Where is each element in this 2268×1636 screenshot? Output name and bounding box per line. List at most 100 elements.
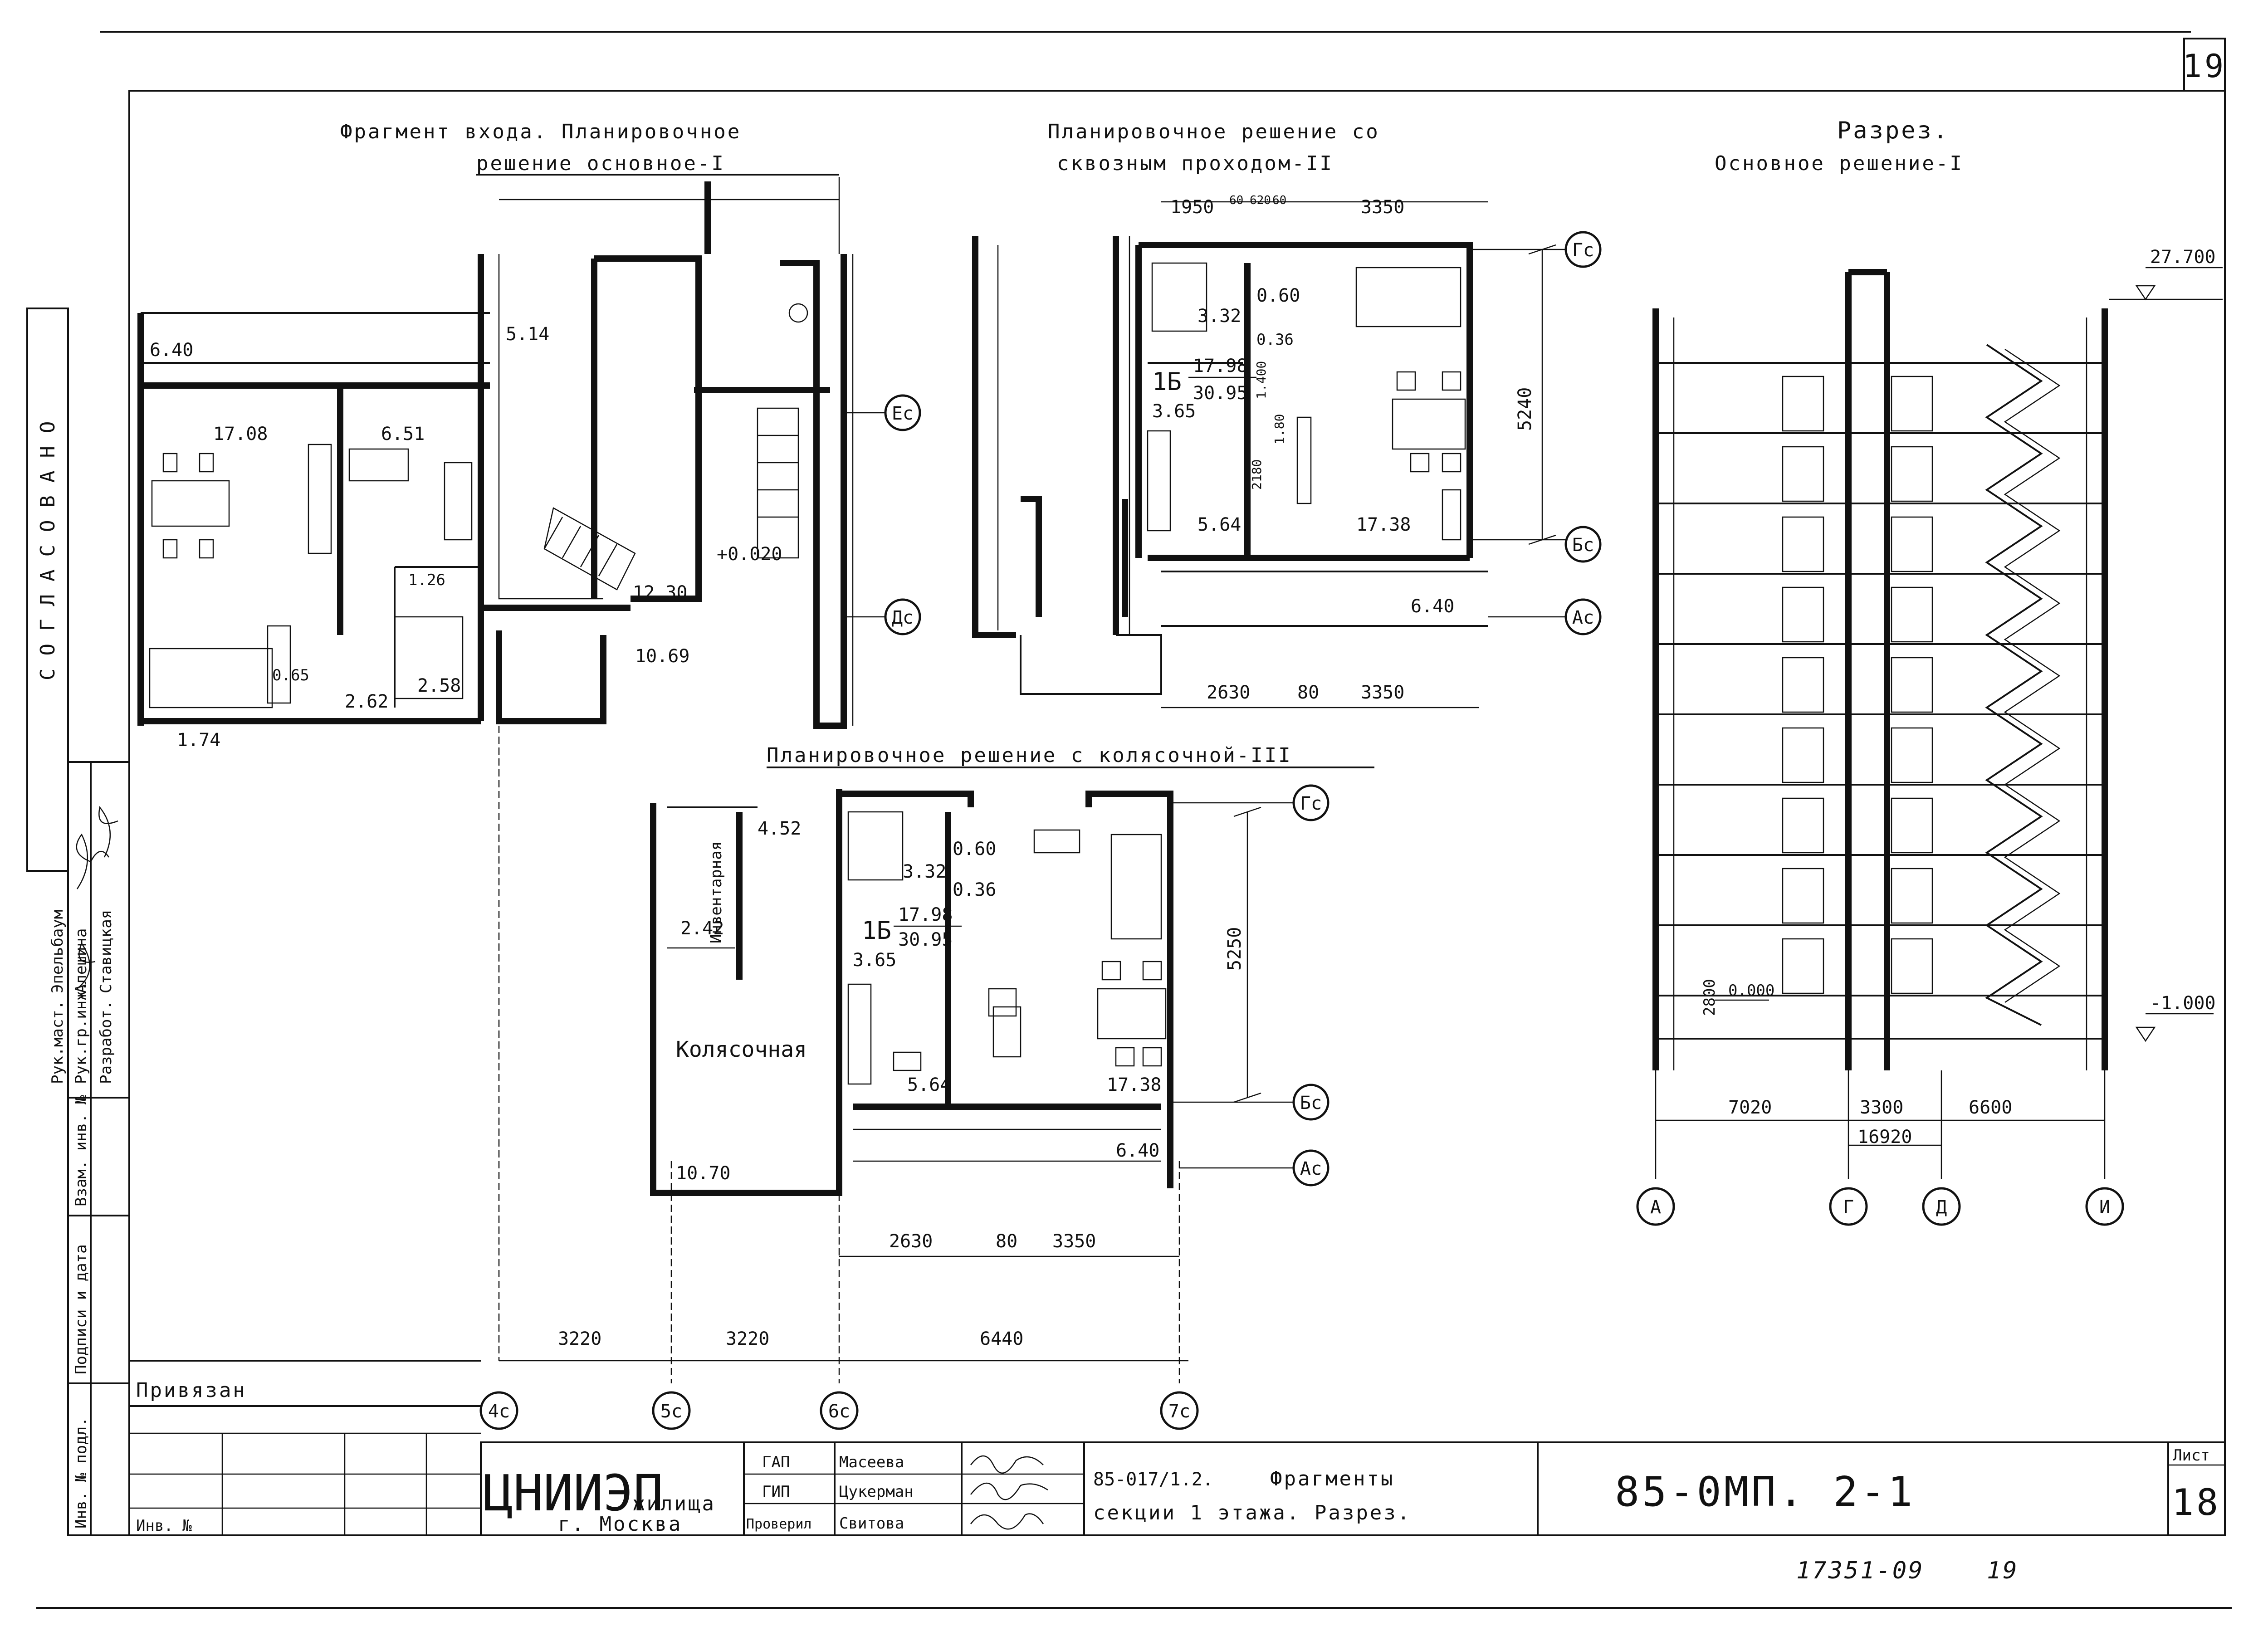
plan2-title-line2: сквозным проходом-II [1057, 152, 1334, 175]
plan3-axis-3-label: Ас [1300, 1158, 1322, 1179]
plan2-area-13: 6.40 [1411, 596, 1454, 617]
side-col-3: Инв. № подл. [72, 1417, 90, 1529]
staff-role-1: ГАП [762, 1453, 790, 1471]
plan3-area-7: 1Б [862, 916, 891, 945]
plan3-axis-3 [1292, 1149, 1330, 1187]
section-zero-level: 0.000 [1728, 982, 1774, 1000]
plan2-area-1: 0.60 [1256, 285, 1300, 306]
plan3-area-12: 17.38 [1107, 1074, 1161, 1095]
plan2-area-10: 2180 [1249, 459, 1264, 490]
bottom-axis-2 [652, 1391, 691, 1430]
plan3-area-11: 5.64 [907, 1074, 951, 1095]
plan1-title-line1: Фрагмент входа. Планировочное [340, 120, 741, 143]
sheet-label: Лист [2173, 1446, 2210, 1465]
plan3-room-inventory: Инвентарная [707, 841, 725, 943]
plan3-height-dim: 5250 [1224, 927, 1245, 971]
plan2-area-6: 1Б [1152, 367, 1182, 396]
section-axis-3-label: Д [1936, 1197, 1947, 1218]
plan3-bottom-dim-2: 80 [996, 1231, 1017, 1252]
plan3-area-14: 10.70 [676, 1163, 730, 1184]
section-axis-3 [1922, 1187, 1961, 1226]
plan3-area-5: 0.60 [953, 839, 996, 860]
section-dim-1: 7020 [1728, 1097, 1772, 1118]
staff-role-2: ГИП [762, 1483, 790, 1501]
side-col-1: Взам. инв. № [72, 1095, 90, 1206]
side-stamp: СОГЛАСОВАНО Рук.маст. Эпельбаум Рук.гр.и… [26, 308, 130, 1536]
bottom-dim-1: 3220 [558, 1328, 601, 1349]
section-floor-height: 2800 [1701, 979, 1719, 1016]
plan2-height-dim: 5240 [1515, 387, 1535, 431]
stair-flights [1985, 344, 2043, 1026]
plan3-title: Планировочное решение с колясочной-III [767, 744, 1292, 767]
plan3-axis-1 [1292, 784, 1330, 821]
plan2-area-8: 30.95 [1193, 383, 1247, 404]
plan2-area-5: 1.80 [1272, 414, 1287, 444]
plan2-dim-4: 60 [1272, 194, 1286, 207]
plan2-title-line1: Планировочное решение со [1048, 120, 1380, 143]
plan3-area-6: 0.36 [953, 879, 996, 900]
org-main: ЦНИИЭП [483, 1464, 663, 1522]
plan1-axis-2-label: Дс [892, 607, 914, 628]
plan2-axis-2-label: Бс [1572, 535, 1594, 556]
plan2-bottom-dim-3: 3350 [1361, 682, 1404, 703]
plan2-bottom-dim-1: 2630 [1207, 682, 1250, 703]
plan3-area-13: 6.40 [1116, 1140, 1159, 1161]
bottom-axis-4 [1160, 1391, 1199, 1430]
bottom-axis-1 [479, 1391, 518, 1430]
plan2-area-9: 3.65 [1152, 401, 1196, 422]
title-block: Привязан Инв. № ЦНИИЭП жилища г. Москва … [129, 1360, 2226, 1536]
doc-code: 85-0МП. 2-1 [1615, 1468, 1915, 1516]
inv-label: Инв. № [136, 1517, 192, 1535]
plan3-area-8: 17.98 [898, 904, 953, 925]
approved-stamp-label: СОГЛАСОВАНО [36, 409, 59, 680]
signature-scribble-3 [98, 806, 118, 858]
plan1-axis-1-label: Ес [892, 403, 914, 424]
plan2-area-11: 5.64 [1198, 514, 1241, 535]
section-title-line2: Основное решение-I [1715, 152, 1964, 175]
side-role-3: Разработ. [97, 1001, 115, 1084]
plan2-axis-3 [1564, 598, 1602, 635]
section-axis-1 [1636, 1187, 1675, 1226]
side-role-2: Рук.гр.инж. [72, 982, 90, 1084]
bottom-axis-1-label: 4с [488, 1401, 510, 1422]
sheet-number: 18 [2172, 1481, 2221, 1524]
signature-gip [970, 1482, 1048, 1500]
plan1-area-9: 1.74 [177, 730, 220, 751]
plan1-area-6: 2.58 [417, 675, 461, 696]
side-col-2: Подписи и дата [72, 1244, 90, 1374]
bottom-dim-3: 6440 [980, 1328, 1023, 1349]
plan1-area-11: 10.69 [635, 646, 689, 667]
section-axis-2 [1829, 1187, 1868, 1226]
plan-3-stroller-room: Планировочное решение с колясочной-III 4… [650, 744, 1374, 1257]
section-title-line1: Разрез. [1837, 117, 1949, 144]
plan1-area-7: 0.65 [272, 666, 309, 684]
side-name-1: Эпельбаум [49, 910, 67, 993]
org-city: г. Москва [558, 1513, 682, 1536]
plan3-area-2: 2.42 [680, 918, 724, 939]
bottom-axis-2-label: 5с [660, 1401, 682, 1422]
plan3-area-9: 30.95 [898, 929, 953, 950]
plan2-area-2: 3.32 [1198, 306, 1241, 327]
top-sheet-number: 19 [2183, 48, 2226, 85]
plan3-axis-1-label: Гс [1300, 793, 1322, 814]
bottom-dim-2: 3220 [726, 1328, 769, 1349]
top-sheet-number-box [2183, 38, 2226, 92]
plan3-area-10: 3.65 [853, 950, 896, 971]
org-sub: жилища [633, 1492, 716, 1515]
plan2-area-12: 17.38 [1356, 514, 1411, 535]
plan1-level: +0.020 [717, 544, 782, 565]
signature-gap [970, 1455, 1044, 1474]
plan3-bottom-dim-3: 3350 [1052, 1231, 1096, 1252]
plan1-area-5: 1.26 [408, 571, 445, 589]
plan1-area-10: 12.30 [633, 582, 687, 603]
plan2-dim-5: 3350 [1361, 197, 1404, 218]
plan1-area-4: 5.14 [506, 324, 549, 345]
signature-scribble-2 [77, 942, 96, 989]
section-axis-2-label: Г [1843, 1197, 1854, 1218]
side-role-1: Рук.маст. [49, 1001, 67, 1084]
section-dim-3: 6600 [1969, 1097, 2012, 1118]
section-axis-1-label: А [1650, 1197, 1661, 1218]
section-axis-4 [2085, 1187, 2124, 1226]
